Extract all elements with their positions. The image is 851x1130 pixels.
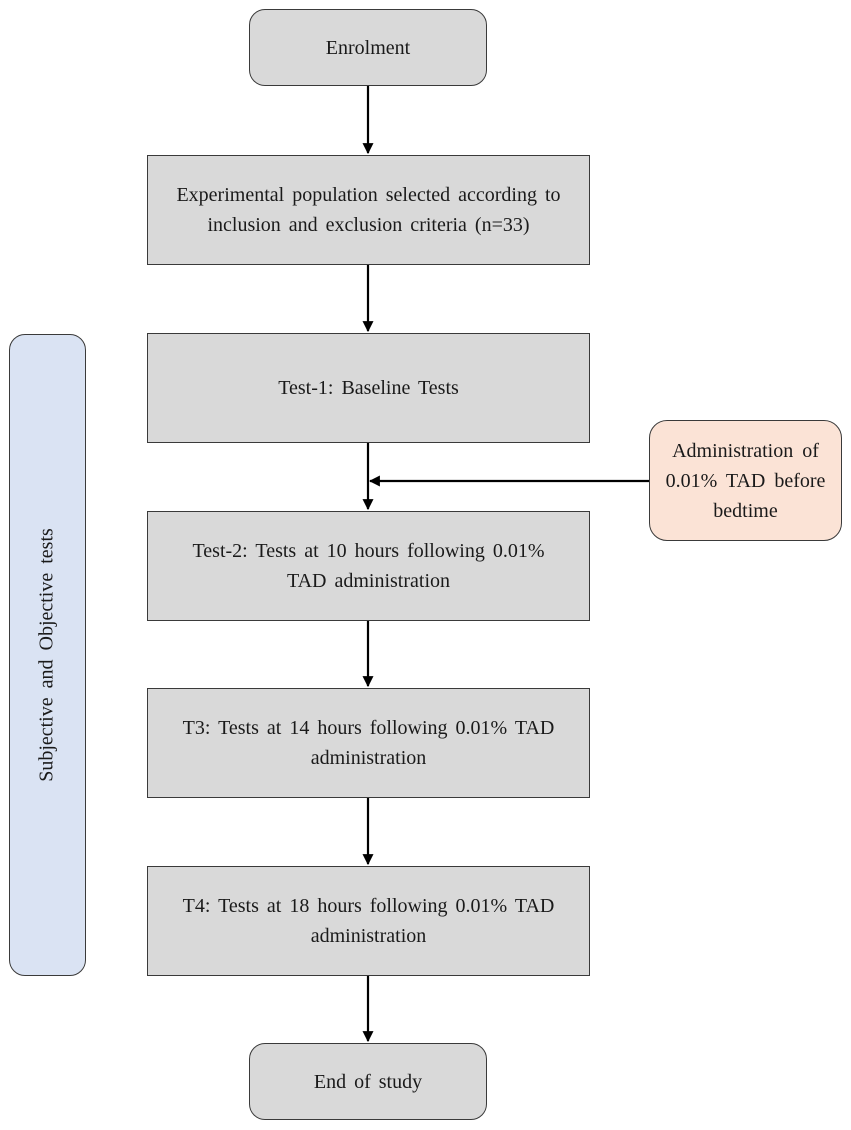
administration-node: Administration of 0.01% TAD before bedti… [649,420,842,541]
test4-node: T4: Tests at 18 hours following 0.01% TA… [147,866,590,976]
end-of-study-node: End of study [249,1043,487,1120]
enrolment-node: Enrolment [249,9,487,86]
test3-label: T3: Tests at 14 hours following 0.01% TA… [182,717,555,769]
side-panel [9,334,86,976]
test3-node: T3: Tests at 14 hours following 0.01% TA… [147,688,590,798]
enrolment-label: Enrolment [325,36,411,59]
administration-label: Administration of 0.01% TAD before bedti… [665,439,826,522]
population-node: Experimental population selected accordi… [147,155,590,265]
test4-label: T4: Tests at 18 hours following 0.01% TA… [182,895,555,947]
test2-node: Test-2: Tests at 10 hours following 0.01… [147,511,590,621]
test1-label: Test-1: Baseline Tests [278,377,459,399]
test1-node: Test-1: Baseline Tests [147,333,590,443]
population-label: Experimental population selected accordi… [176,184,561,236]
test2-label: Test-2: Tests at 10 hours following 0.01… [192,540,545,592]
end-of-study-label: End of study [313,1070,423,1093]
